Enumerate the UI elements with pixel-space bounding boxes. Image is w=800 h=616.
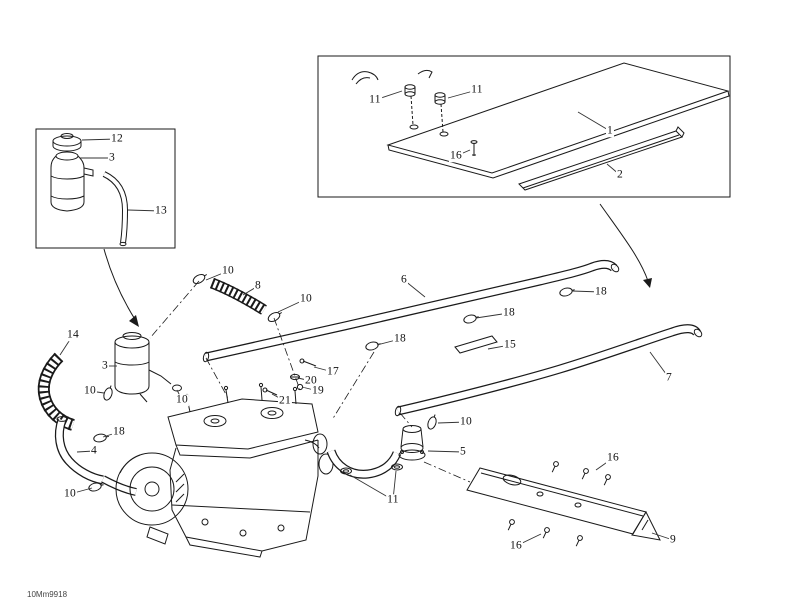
short-hose (191, 270, 285, 324)
outlet-fitting (326, 412, 440, 479)
seal-strip-small (454, 335, 498, 354)
inset-panel-assembly (317, 55, 731, 198)
radiator-panel (466, 460, 661, 548)
long-hose-lower (394, 324, 703, 417)
phantom-lines (149, 280, 471, 483)
engine-block (87, 382, 334, 558)
pointer-arrows (103, 203, 652, 327)
part-code: 10Mm9918 (27, 590, 68, 599)
inset-reservoir-assembly (35, 128, 176, 249)
small-hardware (262, 358, 317, 396)
long-hose-upper (202, 260, 620, 363)
elbow-hose (54, 416, 137, 496)
coolant-tank (114, 332, 172, 403)
corrugated-hose (37, 352, 76, 431)
